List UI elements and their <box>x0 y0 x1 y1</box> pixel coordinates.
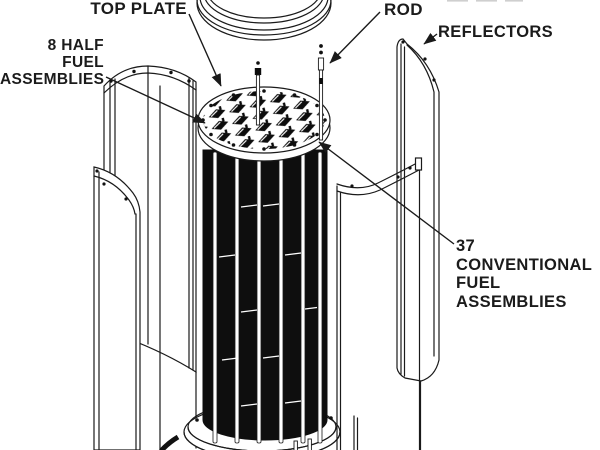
reflector-panel-front-right <box>336 157 423 450</box>
reflector-panel-back-right <box>396 38 440 450</box>
reflector-panel-front-left <box>93 166 141 450</box>
core-guide-tubes <box>212 151 323 444</box>
top-grid-plate <box>197 86 331 162</box>
leader-conv-fuel <box>318 141 455 245</box>
core-cylinder <box>202 149 328 441</box>
leader-rod <box>329 11 381 64</box>
label-half-fuel-assemblies: 8 HALF FUEL ASSEMBLIES <box>0 37 105 88</box>
bottom-plate-front-rim <box>183 426 341 450</box>
rod-left <box>254 61 262 126</box>
cropped-label-remnant <box>447 0 523 2</box>
label-rod: ROD <box>384 0 423 19</box>
rod-right <box>317 44 325 141</box>
top-plate-ring <box>196 0 332 41</box>
core-panel-highlights <box>218 203 318 407</box>
label-top-plate: TOP PLATE <box>90 0 187 18</box>
leader-half-fuel <box>105 76 206 124</box>
fuel-assembly-grid <box>203 91 325 149</box>
label-reflectors: REFLECTORS <box>438 23 554 41</box>
label-conventional-fuel-assemblies: 37 CONVENTIONAL FUEL ASSEMBLIES <box>456 237 593 311</box>
leader-top-plate <box>188 13 222 87</box>
leader-reflectors <box>423 32 438 45</box>
leader-lines <box>105 11 455 245</box>
